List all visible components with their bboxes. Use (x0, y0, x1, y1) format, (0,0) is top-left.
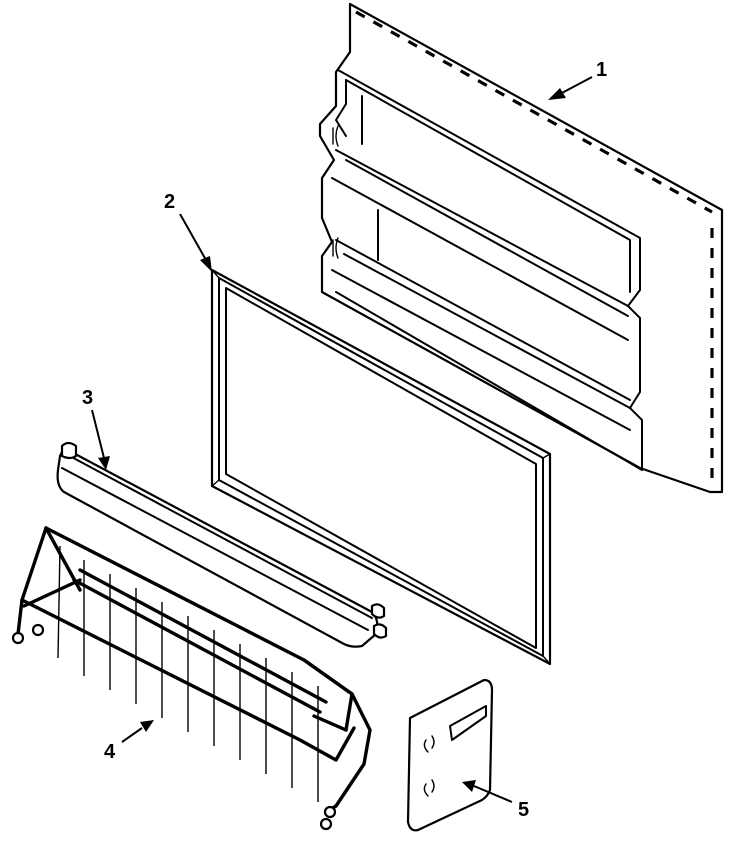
callout-label-2: 2 (164, 191, 175, 213)
callout-4: 4 (104, 720, 154, 763)
part-2-door-gasket (210, 268, 552, 666)
callout-label-5: 5 (518, 799, 529, 821)
part-3-shelf-bar (56, 441, 388, 648)
callout-3: 3 (82, 387, 110, 470)
callout-label-1: 1 (596, 59, 607, 81)
part-4-wire-basket (11, 526, 372, 831)
callout-5: 5 (462, 780, 529, 821)
part-1-door-liner (318, 2, 724, 494)
callout-label-4: 4 (104, 741, 116, 763)
callout-label-3: 3 (82, 387, 93, 409)
callout-2: 2 (164, 191, 212, 272)
callout-1: 1 (548, 59, 607, 100)
part-5-hinge-bracket (406, 678, 494, 832)
